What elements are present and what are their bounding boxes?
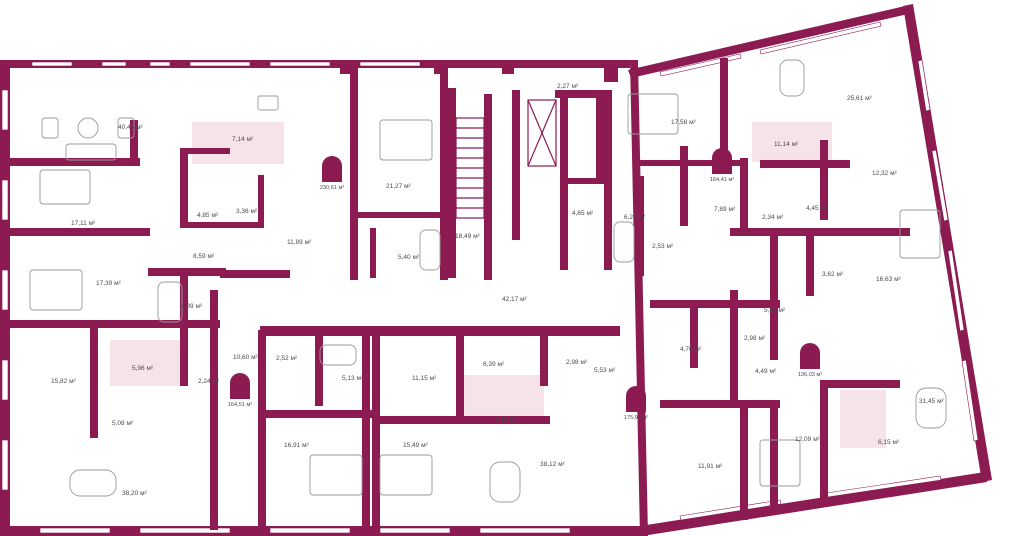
room-area-label: 2,27 м²	[557, 83, 579, 90]
stair-core	[455, 99, 557, 219]
room-area-label: 11,14 м²	[774, 141, 799, 148]
apartment-badges: 230,61 м² 164,41 м² 164,51 м² 175,94 м² …	[228, 148, 823, 421]
room-area-label: 10,60 м²	[233, 354, 259, 361]
room-area-label: 21,27 м²	[386, 183, 412, 190]
room-area-label: 2,98 м²	[744, 335, 766, 342]
room-area-label: 11,91 м²	[698, 463, 723, 470]
furniture	[29, 59, 947, 503]
room-area-label: 16,91 м²	[284, 442, 310, 449]
room-area-label: 5,40 м²	[398, 254, 420, 261]
room-area-label: 12,09 м²	[795, 436, 821, 443]
room-area-label: 38,20 м²	[122, 490, 148, 497]
apartment-badge: 136,03 м²	[798, 343, 823, 378]
room-area-label: 6,39 м²	[483, 361, 505, 368]
interior-walls	[10, 58, 910, 530]
room-area-label: 5,13 м²	[342, 375, 364, 382]
apartment-badge: 175,94 м²	[624, 386, 649, 421]
room-area-label: 17,58 м²	[671, 119, 697, 126]
room-area-label: 6,15 м²	[878, 439, 900, 446]
room-area-label: 6,20 м²	[624, 214, 646, 221]
apartment-badge: 164,41 м²	[710, 148, 735, 183]
room-area-label: 2,24 м²	[198, 378, 220, 385]
room-area-label: 2,34 м²	[762, 214, 784, 221]
room-area-label: 2,98 м²	[566, 359, 588, 366]
room-area-label: 4,45 м²	[806, 205, 828, 212]
room-area-label: 42,17 м²	[502, 296, 528, 303]
room-area-label: 31,45 м²	[919, 398, 945, 405]
room-area-label: 5,08 м²	[112, 420, 134, 427]
room-area-label: 3,62 м²	[822, 271, 844, 278]
room-area-label: 15,49 м²	[403, 442, 429, 449]
room-area-label: 11,89 м²	[287, 239, 312, 246]
room-area-label: 7,12 м²	[495, 416, 517, 423]
apartment-badge: 230,61 м²	[320, 156, 345, 191]
room-area-label: 16,63 м²	[876, 276, 902, 283]
badge-label: 175,94 м²	[624, 415, 649, 421]
room-area-label: 12,32 м²	[872, 170, 898, 177]
room-area-label: 4,76 м²	[680, 346, 702, 353]
room-area-label: 2,52 м²	[276, 355, 298, 362]
room-area-label: 3,36 м²	[236, 208, 258, 215]
accent-zones	[110, 122, 886, 448]
room-labels: 40,45 м² 7,14 м² 4,85 м² 3,36 м² 11,89 м…	[51, 83, 945, 497]
badge-label: 164,41 м²	[710, 177, 735, 183]
room-area-label: 5,53 м²	[594, 367, 616, 374]
room-area-label: 38,12 м²	[540, 461, 566, 468]
room-area-label: 2,53 м²	[652, 243, 674, 250]
room-area-label: 18,49 м²	[455, 233, 481, 240]
room-area-label: 7,89 м²	[714, 206, 736, 213]
room-area-label: 7,14 м²	[232, 136, 254, 143]
room-area-label: 5,67 м²	[764, 307, 786, 314]
room-area-label: 4,65 м²	[572, 210, 594, 217]
room-area-label: 4,89 м²	[181, 303, 203, 310]
room-area-label: 25,61 м²	[847, 95, 873, 102]
room-area-label: 11,15 м²	[412, 375, 437, 382]
room-area-label: 5,96 м²	[132, 365, 154, 372]
room-area-label: 17,39 м²	[96, 280, 122, 287]
room-area-label: 4,49 м²	[755, 368, 777, 375]
badge-label: 230,61 м²	[320, 185, 345, 191]
room-area-label: 4,85 м²	[197, 212, 219, 219]
apartment-badge: 164,51 м²	[228, 373, 253, 408]
room-area-label: 17,11 м²	[71, 220, 96, 227]
badge-label: 136,03 м²	[798, 372, 823, 378]
room-area-label: 8,59 м²	[193, 253, 215, 260]
room-area-label: 15,82 м²	[51, 378, 77, 385]
badge-label: 164,51 м²	[228, 402, 253, 408]
room-area-label: 40,45 м²	[118, 124, 144, 131]
